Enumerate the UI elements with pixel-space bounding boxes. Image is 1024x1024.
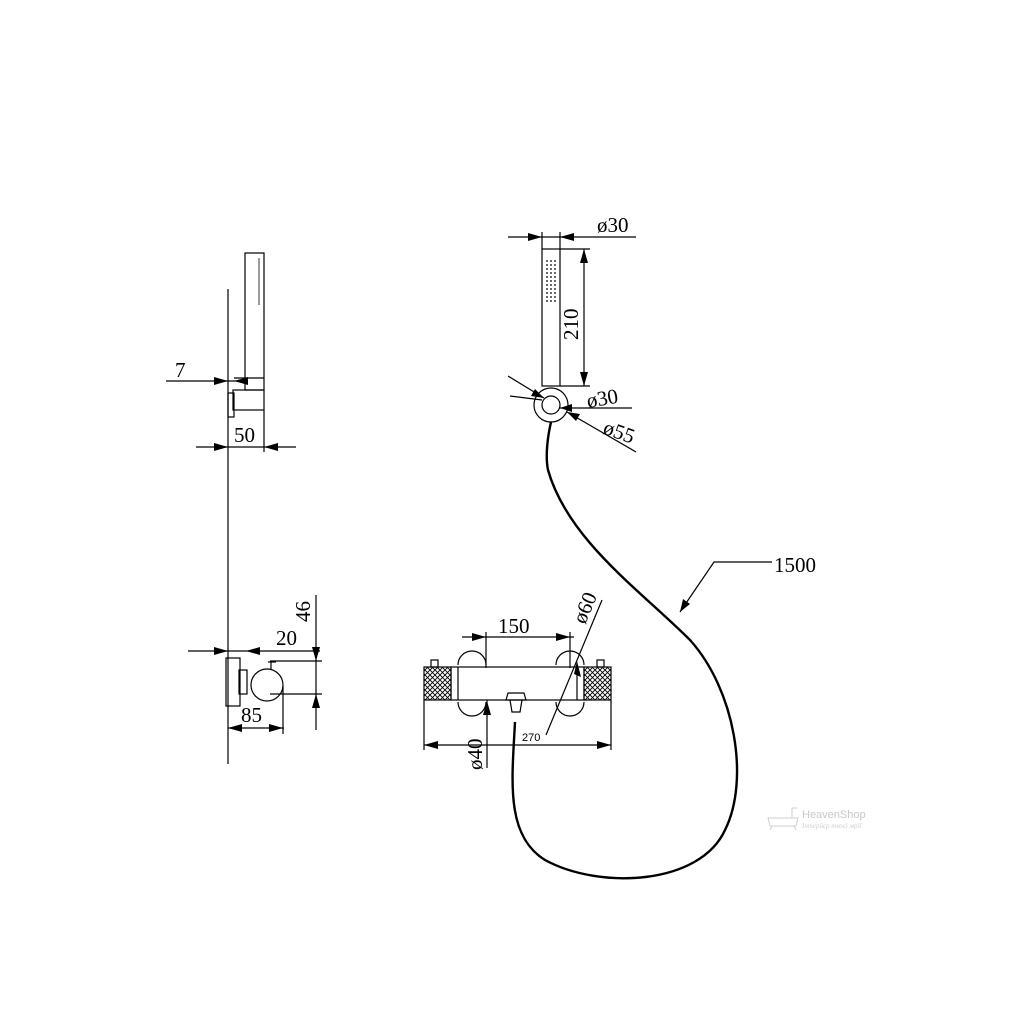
dim-1500-arrow xyxy=(680,599,690,612)
dim-d55-label: ø55 xyxy=(600,415,638,448)
valve-knurled-handle-right xyxy=(583,666,612,701)
front-view: ø30 210 ø30 ø55 1500 xyxy=(423,213,816,880)
dim-d60-arrow xyxy=(574,661,581,677)
dim-210-arrow-bottom xyxy=(580,372,588,386)
dim-d30-top-label: ø30 xyxy=(597,213,629,237)
dim-d60-label: ø60 xyxy=(568,589,602,627)
dim-7-arrow-right xyxy=(234,377,248,385)
dim-50-label: 50 xyxy=(234,423,255,447)
front-hand-shower xyxy=(541,248,561,387)
dim-20-arrow-right xyxy=(246,647,260,655)
dim-d30-outlet-leader-2 xyxy=(509,395,543,401)
side-valve-flange xyxy=(225,657,241,707)
dim-20-arrow-left xyxy=(214,647,228,655)
dim-85-arrow-right xyxy=(269,724,283,732)
side-hand-shower xyxy=(244,252,265,391)
valve-outlet xyxy=(505,692,527,701)
side-view: 7 50 20 46 85 xyxy=(166,252,322,764)
dim-d30-outlet-label: ø30 xyxy=(585,384,620,413)
dim-46-arrow-bottom xyxy=(312,694,320,708)
hose xyxy=(511,421,739,880)
dim-270-arrow-right xyxy=(597,741,611,749)
dim-1500-leader xyxy=(679,561,772,613)
dim-d30-outlet-arrow-2 xyxy=(560,404,572,412)
valve-pin-left xyxy=(430,659,439,668)
dim-20-label: 20 xyxy=(276,626,297,650)
dim-46-label: 46 xyxy=(291,601,315,622)
valve-connector-right-bottom xyxy=(555,701,585,717)
dim-270-arrow-left xyxy=(424,741,438,749)
dim-d30-top-arrow-left xyxy=(528,233,542,241)
watermark-tagline: Інтерйєр твоєї мрії xyxy=(801,822,862,830)
dim-50-arrow-left xyxy=(214,443,228,451)
dim-7-arrow-left xyxy=(214,377,228,385)
dim-d30-top-arrow-right xyxy=(560,233,574,241)
dim-150-label: 150 xyxy=(498,614,530,638)
side-wall-plate xyxy=(227,392,235,418)
side-valve-body xyxy=(250,668,284,702)
dim-150-arrow-left xyxy=(472,633,486,641)
front-outlet xyxy=(541,395,561,415)
dim-50-arrow-right xyxy=(264,443,278,451)
dim-d55-leader xyxy=(566,411,637,453)
dim-d60-leader xyxy=(545,599,603,736)
valve-connector-left-bottom xyxy=(457,701,487,717)
dim-d55-arrow xyxy=(567,412,580,421)
front-hand-shower-nozzles xyxy=(546,260,556,302)
dim-7-label: 7 xyxy=(175,358,186,382)
valve-connector-left-top xyxy=(457,650,487,666)
watermark-brand: HeavenShop xyxy=(802,809,866,821)
dim-d40-arrow xyxy=(483,701,491,715)
bathtub-logo-icon xyxy=(767,807,799,831)
dim-85-arrow-left xyxy=(228,724,242,732)
dim-d30-outlet-arrow-1 xyxy=(531,389,544,398)
valve-pin-right xyxy=(596,659,605,668)
valve-body xyxy=(450,666,585,701)
dim-85-label: 85 xyxy=(241,703,262,727)
dim-270-label: 270 xyxy=(522,732,540,744)
dim-1500-label: 1500 xyxy=(774,553,816,577)
dim-150-arrow-right xyxy=(556,633,570,641)
valve-outlet-nut xyxy=(509,699,523,713)
dim-46-arrow-top xyxy=(312,647,320,661)
side-wall-bracket xyxy=(232,389,265,411)
dim-210-arrow-top xyxy=(580,249,588,263)
valve-knurled-handle-left xyxy=(423,666,452,701)
dim-210-label: 210 xyxy=(559,309,583,341)
side-valve-neck xyxy=(238,669,248,695)
dim-d40-label: ø40 xyxy=(463,739,487,771)
watermark: HeavenShop Інтерйєр твоєї мрії xyxy=(767,807,866,831)
